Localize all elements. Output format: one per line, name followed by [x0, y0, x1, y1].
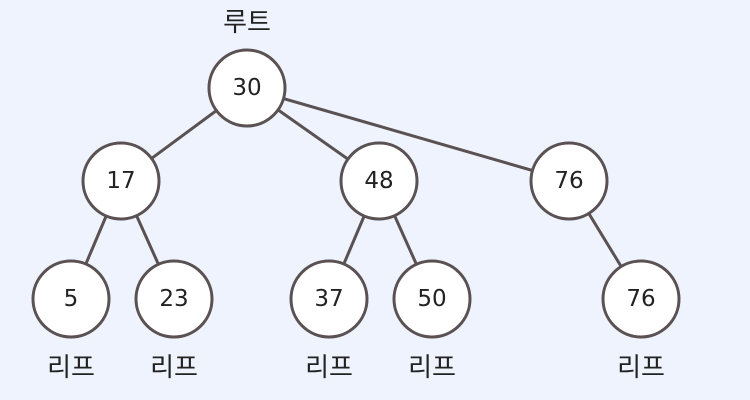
node-circle — [601, 259, 681, 339]
node-circle — [31, 259, 111, 339]
tree-node-76: 76 — [601, 259, 681, 339]
node-value-label: 76 — [626, 286, 655, 312]
tree-node-50: 50 — [392, 259, 472, 339]
leaf-caption: 리프 — [305, 353, 353, 383]
node-value-label: 30 — [232, 75, 261, 101]
node-circle — [207, 48, 287, 128]
tree-node-23: 23 — [134, 259, 214, 339]
tree-node-17: 17 — [81, 141, 161, 221]
leaf-caption: 리프 — [617, 353, 665, 383]
node-value-label: 23 — [159, 286, 188, 312]
node-value-label: 76 — [554, 168, 583, 194]
leaf-caption: 리프 — [150, 353, 198, 383]
node-value-label: 5 — [64, 286, 79, 312]
node-circle — [134, 259, 214, 339]
leaf-caption: 리프 — [47, 353, 95, 383]
captions-layer: 루트 리프 리프 리프 리프 리프 — [47, 8, 665, 383]
node-value-label: 37 — [314, 286, 343, 312]
tree-node-48: 48 — [339, 141, 419, 221]
tree-node-37: 37 — [289, 259, 369, 339]
node-circle — [289, 259, 369, 339]
edge-n30-n76a — [245, 86, 571, 183]
tree-node-5: 5 — [31, 259, 111, 339]
node-value-label: 48 — [364, 168, 393, 194]
root-caption: 루트 — [223, 8, 271, 38]
tree-node-30: 30 — [207, 48, 287, 128]
nodes-layer: 30 17 48 76 5 23 37 50 76 — [31, 48, 681, 339]
tree-node-76: 76 — [529, 141, 609, 221]
node-circle — [529, 141, 609, 221]
leaf-caption: 리프 — [408, 353, 456, 383]
node-circle — [392, 259, 472, 339]
node-circle — [339, 141, 419, 221]
node-value-label: 17 — [106, 168, 135, 194]
node-value-label: 50 — [417, 286, 446, 312]
node-circle — [81, 141, 161, 221]
